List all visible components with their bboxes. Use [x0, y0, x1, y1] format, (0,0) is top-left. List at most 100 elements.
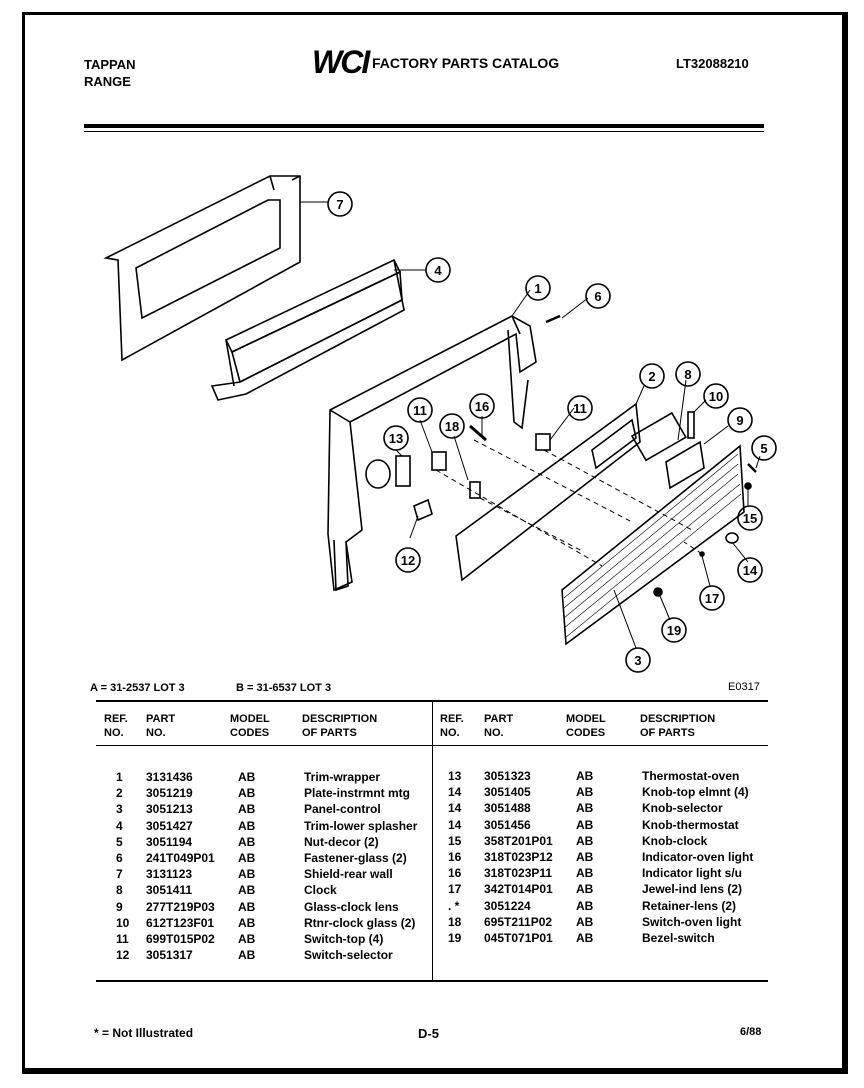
cell-desc: Trim-wrapper: [304, 770, 381, 784]
brand-line-1: TAPPAN: [84, 57, 136, 72]
cell-part: 3131436: [146, 770, 193, 784]
part-thermostat: [365, 459, 391, 489]
cell-code: AB: [576, 898, 594, 913]
brand-line-2: RANGE: [84, 74, 131, 89]
header-model-right-line2: CODES: [566, 727, 606, 739]
cell-part: 3051323: [484, 769, 531, 783]
page-frame: [22, 12, 848, 1074]
header-desc-right-line2: OF PARTS: [640, 727, 695, 739]
cell-code: AB: [576, 882, 594, 897]
cell-desc: Switch-top (4): [304, 932, 384, 946]
cell-code: AB: [576, 769, 594, 783]
callout-14: 14: [743, 563, 758, 578]
cell-code: AB: [238, 883, 256, 898]
cell-code: AB: [238, 899, 256, 914]
cell-ref: 3: [116, 802, 123, 817]
table-top-rule: [96, 700, 768, 702]
cell-part: 3051213: [146, 802, 193, 817]
cell-ref: 14: [448, 817, 462, 832]
cell-code: AB: [238, 786, 256, 801]
cell-part: 318T023P11: [484, 866, 553, 881]
cell-code: AB: [576, 850, 594, 864]
cell-ref: 10: [116, 915, 130, 930]
cell-code: AB: [238, 818, 256, 833]
part-shield-rear-wall: [103, 175, 301, 362]
part-trim-wrapper: [327, 315, 537, 592]
cell-ref: 11: [116, 932, 129, 946]
cell-ref: 14: [448, 785, 462, 800]
model-number: LT32088210: [676, 56, 749, 71]
table-column-divider: [432, 702, 433, 980]
cell-part: 612T123F01: [146, 915, 215, 930]
cell-part: 3051317: [146, 948, 193, 963]
callout-5: 5: [760, 441, 767, 456]
callout-17: 17: [705, 591, 719, 606]
cell-part: 3051427: [146, 818, 193, 833]
wci-logo: WCI: [312, 44, 370, 80]
header-part-right: PART NO.: [484, 712, 513, 740]
cell-code: AB: [238, 867, 256, 882]
cell-part: 045T071P01: [484, 931, 553, 945]
frame-shadow-bottom: [22, 1068, 848, 1074]
cell-desc: Rtnr-clock glass (2): [304, 915, 416, 930]
frame-shadow-right: [842, 12, 848, 1074]
callout-10: 10: [709, 389, 723, 404]
cell-code: AB: [238, 802, 256, 817]
part-knob: [725, 532, 739, 544]
header-part-line2: NO.: [146, 727, 166, 739]
cell-part: 318T023P12: [484, 850, 553, 864]
cell-ref: 4: [116, 818, 123, 833]
header-ref: REF. NO.: [104, 712, 128, 740]
catalog-title: FACTORY PARTS CATALOG: [372, 55, 560, 71]
cell-ref: 2: [116, 786, 123, 801]
cell-part: 3051219: [146, 786, 193, 801]
cell-desc: Clock: [304, 883, 337, 898]
cell-code: AB: [238, 851, 256, 865]
cell-code: AB: [576, 931, 594, 945]
cell-part: 3051224: [484, 898, 531, 913]
cell-part: 3131123: [146, 867, 193, 882]
cell-ref: 17: [448, 882, 462, 897]
page-number: D-5: [418, 1026, 439, 1041]
callout-13: 13: [389, 431, 403, 446]
part-clock: [630, 411, 687, 462]
callout-16: 16: [475, 399, 489, 414]
header-model-right: MODEL CODES: [566, 712, 606, 740]
part-switch-top: [431, 451, 447, 471]
legend-b: B = 31-6537 LOT 3: [236, 682, 332, 694]
callout-6: 6: [594, 289, 601, 304]
header-desc: DESCRIPTION OF PARTS: [302, 712, 377, 740]
legend-a: A = 31-2537 LOT 3: [90, 682, 185, 694]
cell-ref: . *: [448, 898, 460, 913]
cell-ref: 14: [448, 801, 462, 816]
cell-code: AB: [238, 834, 256, 849]
cell-ref: 6: [116, 851, 123, 865]
callout-4: 4: [434, 263, 442, 278]
cell-desc: Knob-top elmnt (4): [642, 785, 749, 800]
header-rule-thick: [84, 124, 764, 128]
header-model: MODEL CODES: [230, 712, 270, 740]
part-clock-lens: [665, 440, 705, 490]
callout-7: 7: [336, 197, 343, 212]
cell-desc: Glass-clock lens: [304, 899, 399, 914]
header-ref-line1: REF.: [104, 713, 128, 725]
part-switch-selector: [413, 498, 433, 522]
header-desc-line1: DESCRIPTION: [302, 713, 378, 725]
cell-part: 3051456: [484, 817, 531, 832]
cell-code: AB: [576, 833, 594, 848]
cell-desc: Jewel-ind lens (2): [642, 882, 743, 897]
cell-ref: 5: [116, 834, 123, 849]
brand: TAPPAN RANGE: [84, 56, 136, 90]
cell-desc: Plate-instrmnt mtg: [304, 786, 411, 801]
header-model-line2: CODES: [230, 727, 270, 739]
header-ref-right-line1: REF.: [440, 713, 464, 725]
cell-part: 3051411: [146, 883, 193, 898]
header-desc-right: DESCRIPTION OF PARTS: [640, 712, 715, 740]
header-rule-thin: [84, 131, 764, 132]
cell-desc: Bezel-switch: [642, 931, 715, 945]
cell-ref: 19: [448, 931, 462, 945]
header-model-right-line1: MODEL: [566, 713, 606, 725]
cell-desc: Indicator-oven light: [642, 850, 754, 864]
cell-ref: 13: [448, 769, 462, 783]
callout-15: 15: [743, 511, 757, 526]
